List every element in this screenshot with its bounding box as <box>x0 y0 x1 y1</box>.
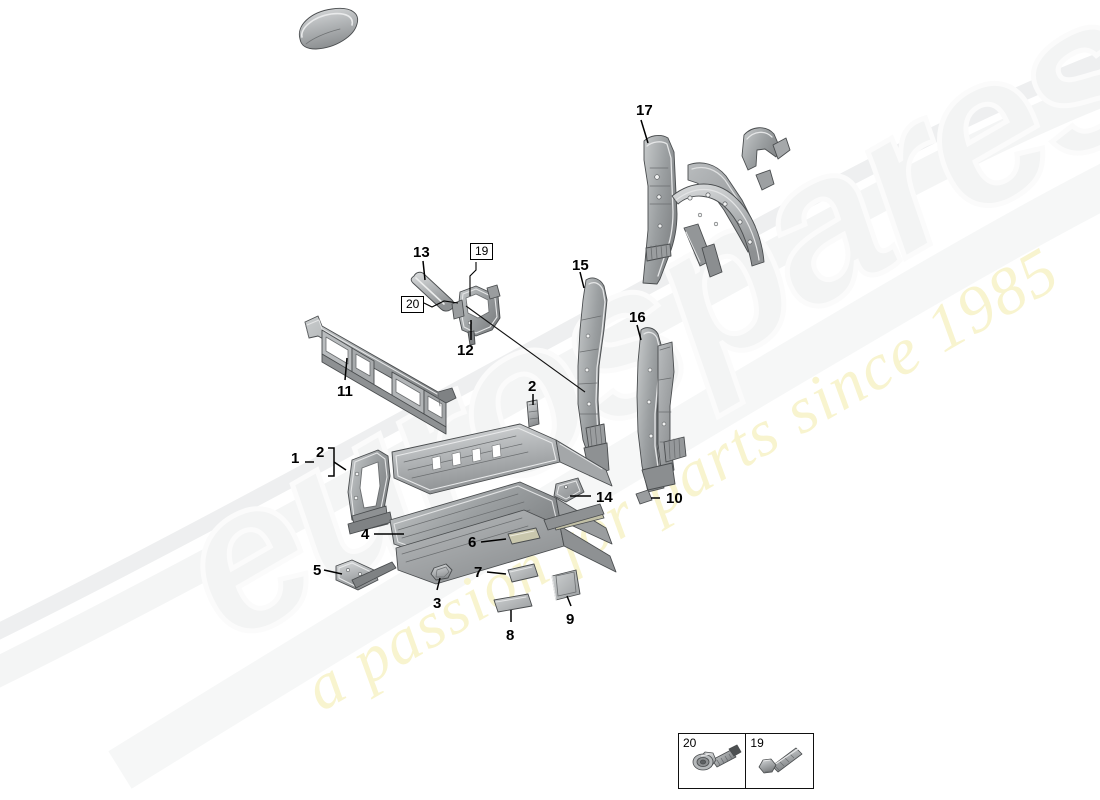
callout-5: 5 <box>313 562 322 579</box>
part-6-strip <box>507 527 541 545</box>
callout-2b: 2 <box>528 378 537 395</box>
part-4-sill-inner <box>389 481 617 585</box>
callout-11: 11 <box>337 383 353 400</box>
part-15-b-pillar-outer <box>577 277 610 477</box>
flange-bolt-icon <box>692 744 742 771</box>
callout-14: 14 <box>596 489 613 506</box>
part-17-pillar-assembly <box>642 127 791 285</box>
callout-box-20: 20 <box>401 296 425 313</box>
callout-7: 7 <box>474 564 483 581</box>
callout-2a: 2 <box>316 444 325 461</box>
part-9-folded-bracket <box>551 569 581 601</box>
legend-item-19[interactable]: 19 <box>745 733 815 789</box>
callout-1: 1 <box>291 450 300 467</box>
callout-16: 16 <box>629 309 646 326</box>
part-11-cross-member <box>304 315 457 435</box>
fastener-legend: 20 <box>678 733 815 789</box>
callout-3: 3 <box>433 595 442 612</box>
callout-10: 10 <box>666 490 683 507</box>
part-7-pad <box>507 563 539 583</box>
callout-12: 12 <box>457 342 474 359</box>
part-1-2-a-pillar-lower <box>347 449 393 535</box>
legend-item-19-label: 19 <box>750 736 764 750</box>
part-2-clip-upper <box>526 399 540 428</box>
callout-17: 17 <box>636 102 653 119</box>
part-3-clip <box>430 563 453 581</box>
part-12-hinge-bracket <box>451 284 501 346</box>
boxed-leader-lines <box>423 262 477 308</box>
callout-13: 13 <box>413 244 430 261</box>
leader-lines <box>305 119 660 622</box>
callout-15: 15 <box>572 257 589 274</box>
part-5-bracket <box>335 559 397 591</box>
part-oval-top <box>298 7 359 50</box>
callout-box-19: 19 <box>470 243 494 260</box>
part-sill-outer-upper <box>391 423 613 495</box>
callout-9: 9 <box>566 611 575 628</box>
callout-6: 6 <box>468 534 477 551</box>
hex-bolt-icon <box>759 747 803 774</box>
legend-item-20-label: 20 <box>683 736 697 750</box>
perspective-guide-line <box>465 305 586 393</box>
callout-4: 4 <box>361 526 370 543</box>
part-8-plate <box>493 593 533 613</box>
part-16-b-pillar-inner <box>636 327 687 493</box>
part-10-wedge <box>635 489 653 505</box>
callout-8: 8 <box>506 627 515 644</box>
legend-item-20[interactable]: 20 <box>678 733 747 789</box>
